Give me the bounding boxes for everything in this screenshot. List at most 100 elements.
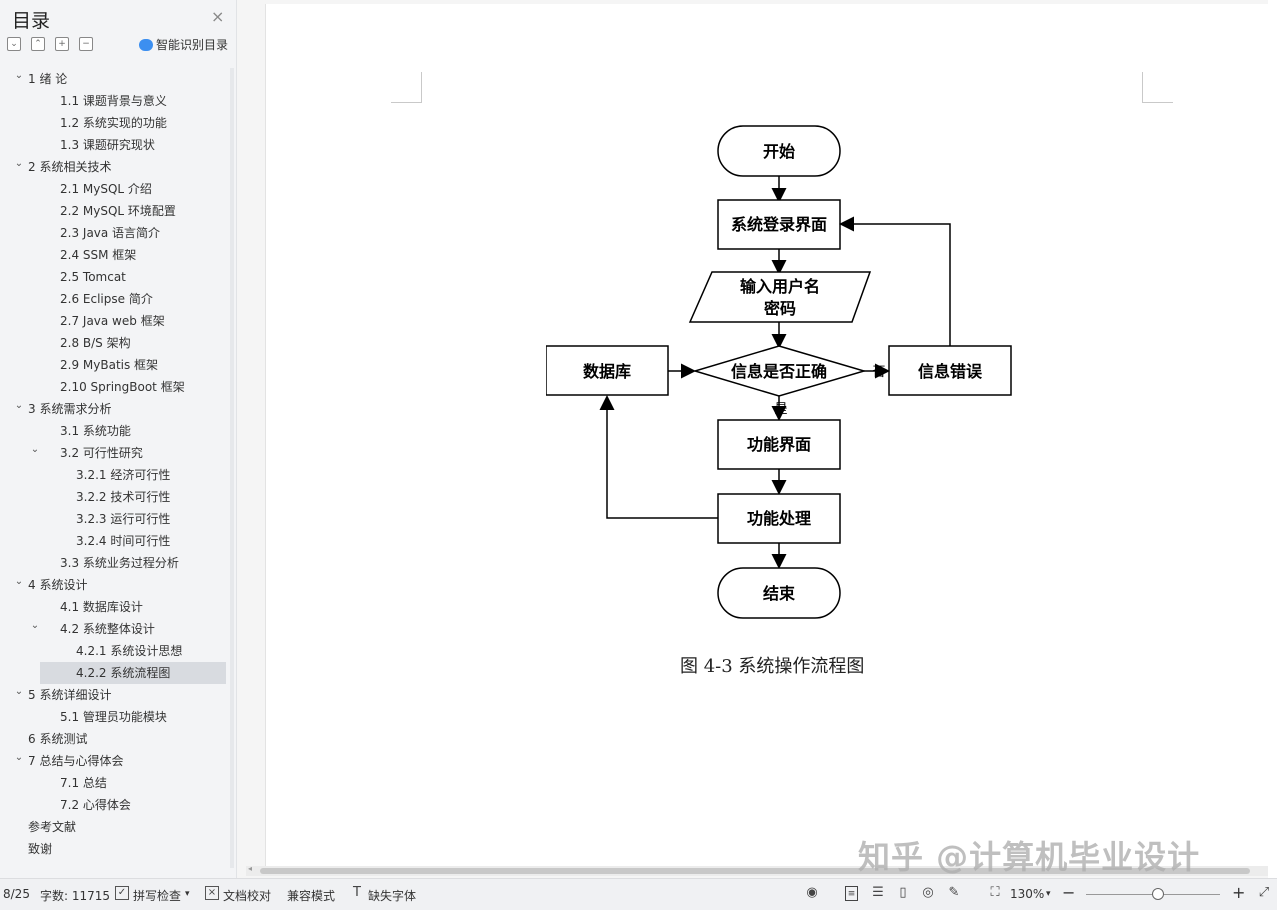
toc-item[interactable]: 2.7 Java web 框架 [0,310,234,332]
book-icon[interactable]: ▯ [899,885,907,900]
eye-icon[interactable]: ◉ [806,885,818,900]
chevron-down-icon[interactable]: ⌄ [30,620,40,631]
toc-item[interactable]: ⌄ 3 系统需求分析 [0,398,234,420]
toc-item[interactable]: 3.2.3 运行可行性 [0,508,234,530]
chevron-down-icon[interactable]: ⌄ [14,158,24,169]
toc-item[interactable]: 7.2 心得体会 [0,794,234,816]
toc-item[interactable]: 7.1 总结 [0,772,234,794]
toc-item[interactable]: 2.3 Java 语言简介 [0,222,234,244]
input-text-line2: 密码 [763,299,796,318]
toc-item[interactable]: 2.2 MySQL 环境配置 [0,200,234,222]
chevron-down-icon[interactable]: ⌄ [14,70,24,81]
toc-item[interactable]: 2.1 MySQL 介绍 [0,178,234,200]
toc-item[interactable]: 3.2.1 经济可行性 [0,464,234,486]
toc-item-label: 1.2 系统实现的功能 [60,116,167,130]
toc-item-label: 3.2 可行性研究 [60,446,143,460]
toc-item-label: 3.2.4 时间可行性 [76,534,171,548]
toc-item[interactable]: ⌄ 3.2 可行性研究 [0,442,234,464]
chevron-down-icon[interactable]: ⌄ [14,576,24,587]
toc-item[interactable]: 4.1 数据库设计 [0,596,234,618]
toc-item[interactable]: 3.2.4 时间可行性 [0,530,234,552]
fullscreen-icon[interactable]: ⤢ [1258,885,1270,900]
toc-item[interactable]: 3.2.2 技术可行性 [0,486,234,508]
missing-font-button[interactable]: 缺失字体 [368,889,417,903]
yes-label: 是 [774,402,787,417]
page-corner-mark [1142,72,1173,103]
toc-item[interactable]: 2.4 SSM 框架 [0,244,234,266]
toc-item[interactable]: 2.9 MyBatis 框架 [0,354,234,376]
toc-item[interactable]: 5.1 管理员功能模块 [0,706,234,728]
toc-item[interactable]: ⌄ 2 系统相关技术 [0,156,234,178]
toc-item[interactable]: 2.10 SpringBoot 框架 [0,376,234,398]
login-text: 系统登录界面 [731,215,827,234]
missing-font-icon: T [353,885,361,900]
toc-item[interactable]: ⌄5 系统详细设计 [0,684,234,706]
toc-item[interactable]: 2.8 B/S 架构 [0,332,234,354]
arrow [599,395,718,519]
toc-toolbar: ⌄ ⌃ + − [7,37,93,51]
outline-icon[interactable]: ☰ [872,885,884,900]
zoom-in-button[interactable]: + [1232,883,1246,902]
chevron-down-icon[interactable]: ▾ [1046,889,1051,899]
toc-item-label: 致谢 [28,842,53,856]
toc-item[interactable]: ⌄7 总结与心得体会 [0,750,234,772]
error-node [888,345,1012,396]
toc-item[interactable]: 2.5 Tomcat [0,266,234,288]
toc-item-label: 参考文献 [28,820,77,834]
login-node [717,199,841,250]
horizontal-scrollbar[interactable]: ◂ [246,864,1268,876]
toc-item-label: 4.2 系统整体设计 [60,622,155,636]
page-view-icon[interactable]: ≡ [845,886,858,901]
toc-item[interactable]: 2.6 Eclipse 简介 [0,288,234,310]
expand-all-icon[interactable]: ⌄ [7,37,21,51]
zoom-slider-knob[interactable] [1152,888,1164,900]
toc-item[interactable]: 1.1 课题背景与意义 [0,90,234,112]
zoom-out-button[interactable]: − [1062,883,1076,902]
spell-check-button[interactable]: 拼写检查 [133,889,182,903]
error-text: 信息错误 [918,362,983,381]
remove-level-icon[interactable]: − [79,37,93,51]
scroll-thumb[interactable] [260,868,1250,874]
toc-item[interactable]: 4.2.2 系统流程图 [40,662,226,684]
page-indicator[interactable]: 8/25 [3,887,30,901]
chevron-down-icon[interactable]: ⌄ [30,444,40,455]
pen-icon[interactable]: ✎ [948,885,960,900]
toc-item-label: 3 系统需求分析 [28,402,112,416]
toc-item[interactable]: ⌄4 系统设计 [0,574,234,596]
globe-icon[interactable]: ◎ [922,885,934,900]
doc-proof-button[interactable]: 文档校对 [223,889,272,903]
fit-icon[interactable]: ⛶ [990,885,1000,900]
toc-item[interactable]: 3.1 系统功能 [0,420,234,442]
toc-item[interactable]: ⌄ 4.2 系统整体设计 [0,618,234,640]
toc-item-label: 5.1 管理员功能模块 [60,710,167,724]
toc-item[interactable]: ⌄1 绪 论 [0,68,234,90]
smart-toc-label: 智能识别目录 [156,38,229,52]
toc-item[interactable]: 致谢 [0,838,234,860]
zoom-level[interactable]: 130% [1010,887,1045,901]
smart-toc-button[interactable]: 智能识别目录 [139,36,228,53]
scroll-left-icon[interactable]: ◂ [248,864,253,873]
chevron-down-icon[interactable]: ⌄ [14,752,24,763]
function-ui-node [717,419,841,470]
sidebar-scrollbar[interactable] [230,68,234,868]
toc-item-label: 2.9 MyBatis 框架 [60,358,159,372]
toc-item-label: 2.2 MySQL 环境配置 [60,204,176,218]
toc-item[interactable]: 1.3 课题研究现状 [0,134,234,156]
watermark: 知乎 @计算机毕业设计 [858,838,1201,876]
chevron-down-icon[interactable]: ⌄ [14,686,24,697]
chevron-down-icon[interactable]: ▾ [185,889,190,899]
toc-item-label: 2 系统相关技术 [28,160,112,174]
start-text: 开始 [763,142,795,161]
vertical-scrollbar[interactable] [1268,0,1277,878]
toc-item[interactable]: 6 系统测试 [0,728,234,750]
word-count[interactable]: 字数: 11715 [40,889,111,903]
toc-item[interactable]: 3.3 系统业务过程分析 [0,552,234,574]
toc-item[interactable]: 参考文献 [0,816,234,838]
add-level-icon[interactable]: + [55,37,69,51]
toc-item[interactable]: 1.2 系统实现的功能 [0,112,234,134]
collapse-all-icon[interactable]: ⌃ [31,37,45,51]
chevron-down-icon[interactable]: ⌄ [14,400,24,411]
close-icon[interactable]: × [211,7,225,26]
toc-item[interactable]: 4.2.1 系统设计思想 [0,640,234,662]
toc-item-label: 2.10 SpringBoot 框架 [60,380,185,394]
